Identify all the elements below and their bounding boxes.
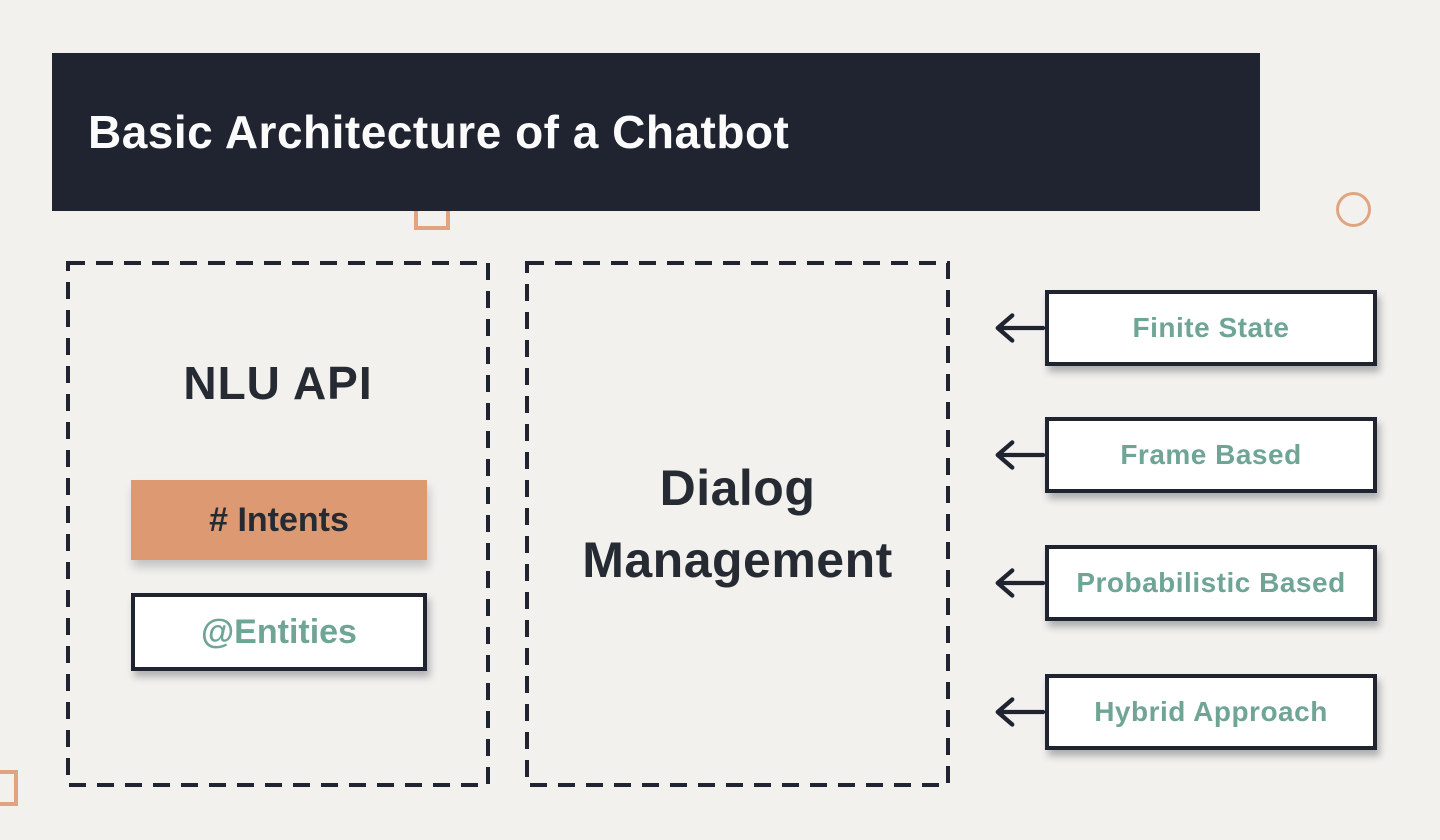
approach-box-frame-based: Frame Based [1045, 417, 1377, 493]
dialog-dashed-border [525, 261, 950, 787]
dialog-management-title: Dialog Management [525, 452, 950, 596]
dialog-title-line2: Management [582, 532, 893, 588]
entities-box: @Entities [131, 593, 427, 671]
approach-row-finite-state: Finite State [991, 290, 1377, 366]
decor-square-bottom-icon [0, 770, 18, 806]
intents-label: # Intents [209, 500, 349, 539]
left-arrow-icon [995, 313, 1045, 343]
approach-box-finite-state: Finite State [1045, 290, 1377, 366]
page-title: Basic Architecture of a Chatbot [88, 106, 790, 158]
approach-row-probabilistic-based: Probabilistic Based [991, 545, 1377, 621]
entities-label: @Entities [201, 612, 357, 651]
title-bar: Basic Architecture of a Chatbot [52, 53, 1260, 211]
approach-row-hybrid-approach: Hybrid Approach [991, 674, 1377, 750]
left-arrow-icon [995, 697, 1045, 727]
decor-circle-icon [1336, 192, 1371, 227]
approach-box-probabilistic-based: Probabilistic Based [1045, 545, 1377, 621]
approach-box-hybrid-approach: Hybrid Approach [1045, 674, 1377, 750]
nlu-dashed-border [66, 261, 490, 787]
dialog-title-line1: Dialog [659, 460, 816, 516]
intents-box: # Intents [131, 480, 427, 560]
approach-label: Finite State [1132, 312, 1290, 343]
nlu-api-title: NLU API [183, 357, 373, 409]
left-arrow-icon [995, 568, 1045, 598]
approach-row-frame-based: Frame Based [991, 417, 1377, 493]
approach-label: Hybrid Approach [1094, 696, 1328, 727]
left-arrow-icon [995, 440, 1045, 470]
approach-label: Probabilistic Based [1076, 567, 1346, 598]
approach-label: Frame Based [1120, 439, 1302, 470]
